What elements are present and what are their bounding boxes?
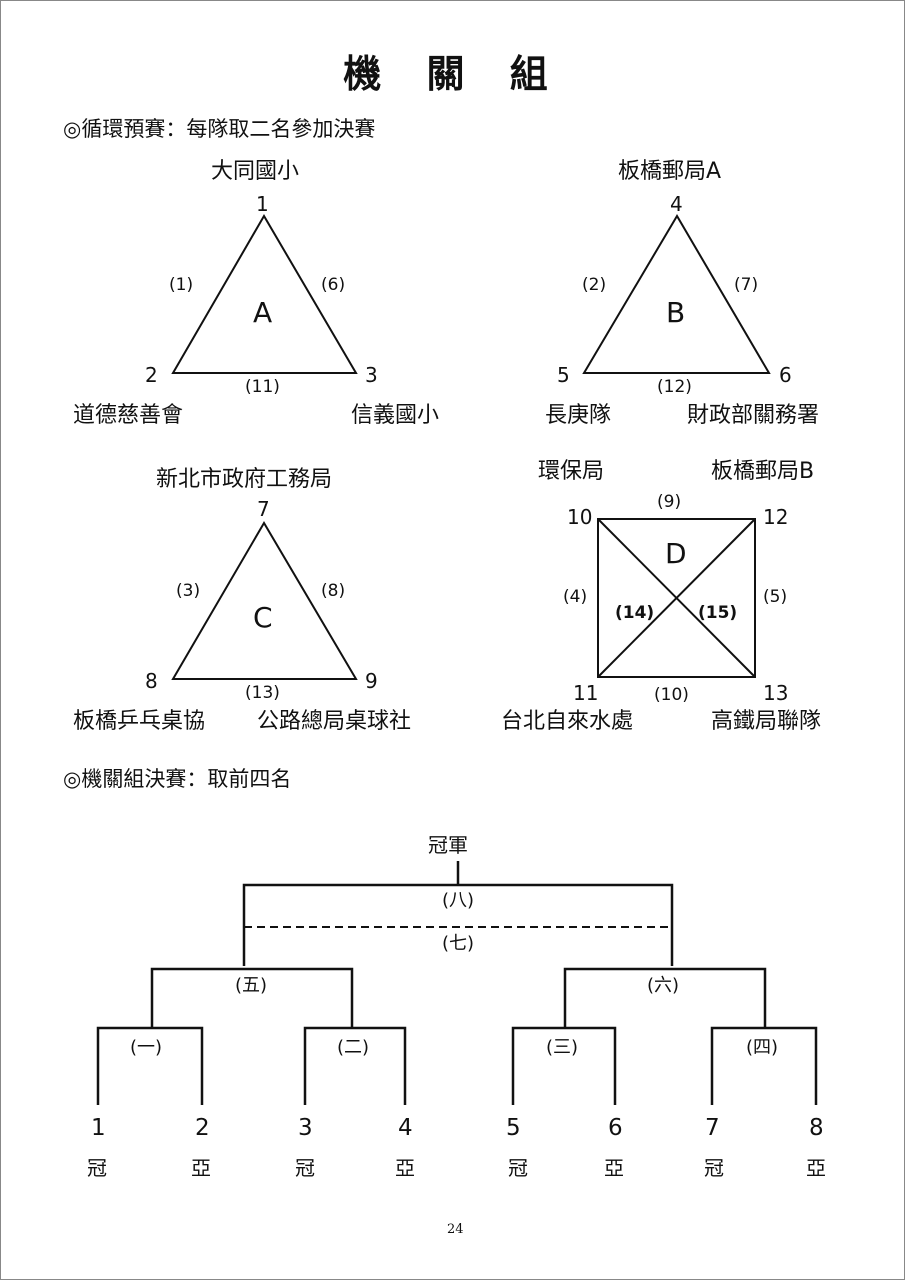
match-number: (7) [734, 275, 759, 295]
team-number: 12 [763, 505, 789, 529]
team-number: 9 [365, 669, 378, 693]
team-name: 財政部關務署 [687, 403, 820, 428]
bracket-slot-number: 5 [506, 1115, 521, 1141]
page-number: 24 [447, 1222, 464, 1237]
group-d-square [597, 518, 756, 678]
bracket-slot-number: 6 [608, 1115, 623, 1141]
group-a-triangle [171, 214, 358, 374]
match-number: (3) [176, 581, 201, 601]
group-label: D [665, 537, 687, 570]
team-number: 8 [145, 669, 158, 693]
bracket-slot-number: 7 [705, 1115, 720, 1141]
group-c-triangle [171, 521, 358, 680]
bracket-slot-rank: 亞 [191, 1156, 211, 1180]
round-label-final: (八) [442, 890, 475, 911]
team-name: 大同國小 [211, 159, 300, 184]
match-number: (5) [763, 587, 788, 607]
team-name: 公路總局桌球社 [257, 709, 412, 734]
match-number: (15) [698, 603, 738, 623]
team-name: 台北自來水處 [501, 709, 634, 734]
round-label-semi: (五) [235, 975, 268, 996]
bracket-slot-rank: 亞 [395, 1156, 415, 1180]
team-number: 13 [763, 681, 789, 705]
team-number: 10 [567, 505, 593, 529]
team-name: 環保局 [538, 459, 605, 484]
bracket-slot-number: 1 [91, 1115, 106, 1141]
group-label: A [253, 296, 273, 329]
round-label-quarter: (二) [337, 1037, 370, 1058]
team-number: 1 [256, 192, 269, 216]
team-number: 6 [779, 363, 792, 387]
round-label-quarter: (一) [130, 1037, 163, 1058]
round-label-semi: (六) [647, 975, 680, 996]
team-number: 11 [573, 681, 599, 705]
bracket-slot-number: 3 [298, 1115, 313, 1141]
prelim-heading: ◎循環預賽：每隊取二名參加決賽 [63, 117, 376, 141]
match-number: (1) [169, 275, 194, 295]
group-b-triangle [582, 214, 771, 374]
team-name: 高鐵局聯隊 [711, 709, 822, 734]
round-label-quarter: (三) [546, 1037, 579, 1058]
team-name: 長庚隊 [545, 403, 612, 428]
team-name: 板橋郵局A [618, 159, 722, 184]
team-number: 3 [365, 363, 378, 387]
bracket-slot-number: 8 [809, 1115, 824, 1141]
champion-label: 冠軍 [428, 833, 468, 857]
bracket-slot-rank: 冠 [87, 1156, 107, 1180]
team-name: 信義國小 [351, 403, 440, 428]
page-title: 機 關 組 [343, 52, 564, 96]
finals-bracket-lines [96, 861, 818, 1105]
match-number: (6) [321, 275, 346, 295]
round-label-quarter: (四) [746, 1037, 779, 1058]
match-number: (2) [582, 275, 607, 295]
bracket-slot-rank: 冠 [508, 1156, 528, 1180]
team-name: 板橋乒乓桌協 [73, 709, 206, 734]
team-number: 2 [145, 363, 158, 387]
match-number: (4) [563, 587, 588, 607]
match-number: (10) [654, 685, 689, 705]
match-number: (8) [321, 581, 346, 601]
bracket-slot-rank: 亞 [806, 1156, 826, 1180]
match-number: (13) [245, 683, 280, 703]
team-name: 道德慈善會 [73, 403, 184, 428]
bracket-slot-rank: 亞 [604, 1156, 624, 1180]
team-number: 7 [257, 497, 270, 521]
match-number: (11) [245, 377, 280, 397]
round-label-third: (七) [442, 933, 475, 954]
team-number: 5 [557, 363, 570, 387]
match-number: (12) [657, 377, 692, 397]
bracket-slot-rank: 冠 [295, 1156, 315, 1180]
group-label: B [666, 296, 686, 329]
group-label: C [253, 601, 273, 634]
team-name: 板橋郵局B [711, 459, 815, 484]
team-name: 新北市政府工務局 [156, 467, 333, 492]
finals-heading: ◎機關組決賽：取前四名 [63, 767, 292, 791]
bracket-slot-rank: 冠 [704, 1156, 724, 1180]
bracket-slot-number: 4 [398, 1115, 413, 1141]
team-number: 4 [670, 192, 683, 216]
match-number: (14) [615, 603, 655, 623]
bracket-slot-number: 2 [195, 1115, 210, 1141]
match-number: (9) [657, 492, 682, 512]
